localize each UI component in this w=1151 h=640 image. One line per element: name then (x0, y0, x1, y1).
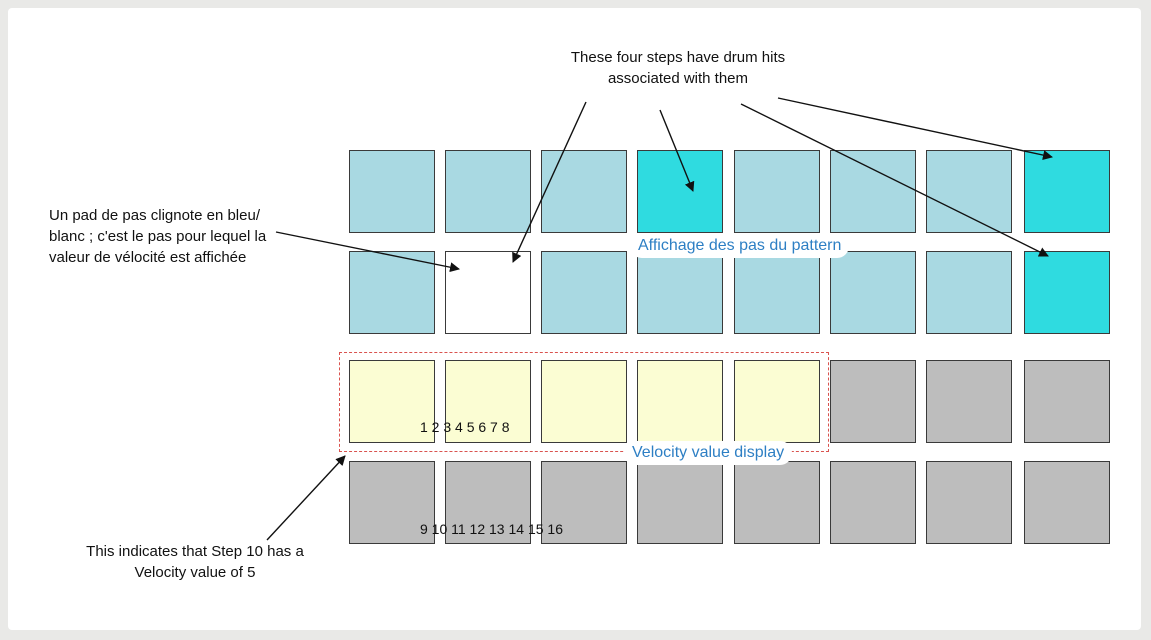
velocity-dashed-box (339, 352, 829, 452)
step-pad-r1-c6[interactable] (830, 150, 916, 233)
arrow-to-flashing-pad (275, 231, 460, 273)
step-pad-r1-c7[interactable] (926, 150, 1012, 233)
velocity-numbers-1-8: 1 2 3 4 5 6 7 8 (420, 419, 510, 435)
arrow-to-step-10 (512, 101, 587, 263)
step-pad-r1-c1[interactable] (349, 150, 435, 233)
step-pad-r1-c5[interactable] (734, 150, 820, 233)
step-pad-r1-c4[interactable] (637, 150, 723, 233)
label-velocity-display: Velocity value display (624, 441, 793, 465)
step-pad-r3-c4[interactable] (637, 360, 723, 443)
arrow-to-velocity-display (266, 455, 346, 541)
step-pad-r2-c1[interactable] (349, 251, 435, 334)
arrow-to-step-4 (659, 109, 695, 192)
step-pad-r4-c7[interactable] (926, 461, 1012, 544)
step-pad-r2-c4[interactable] (637, 251, 723, 334)
step-pad-r4-c2[interactable] (445, 461, 531, 544)
step-pad-r3-c1[interactable] (349, 360, 435, 443)
annotation-step-10-velocity: This indicates that Step 10 has a Veloci… (86, 543, 304, 581)
step-pad-r1-c2[interactable] (445, 150, 531, 233)
step-pad-r2-c7[interactable] (926, 251, 1012, 334)
step-pad-r3-c6[interactable] (830, 360, 916, 443)
step-pad-r4-c5[interactable] (734, 461, 820, 544)
step-pad-r3-c8[interactable] (1024, 360, 1110, 443)
step-pad-r3-c3[interactable] (541, 360, 627, 443)
arrow-to-step-8 (777, 97, 1053, 160)
step-pad-r3-c2[interactable] (445, 360, 531, 443)
step-pad-r2-c6[interactable] (830, 251, 916, 334)
label-pattern-steps: Affichage des pas du pattern (630, 234, 850, 258)
step-pad-r4-c3[interactable] (541, 461, 627, 544)
velocity-numbers-9-16: 9 10 11 12 13 14 15 16 (420, 521, 563, 537)
step-pad-r1-c3[interactable] (541, 150, 627, 233)
step-pad-r4-c6[interactable] (830, 461, 916, 544)
step-pad-r4-c8[interactable] (1024, 461, 1110, 544)
step-pad-r1-c8[interactable] (1024, 150, 1110, 233)
step-pad-r2-c8[interactable] (1024, 251, 1110, 334)
annotation-drum-hits: These four steps have drum hits associat… (570, 49, 786, 87)
annotation-flashing-pad: Un pad de pas clignote en bleu/ blanc ; … (49, 207, 267, 266)
step-pad-r3-c7[interactable] (926, 360, 1012, 443)
step-pad-r4-c1[interactable] (349, 461, 435, 544)
step-pad-r2-c3[interactable] (541, 251, 627, 334)
arrow-to-step-16 (740, 103, 1049, 257)
